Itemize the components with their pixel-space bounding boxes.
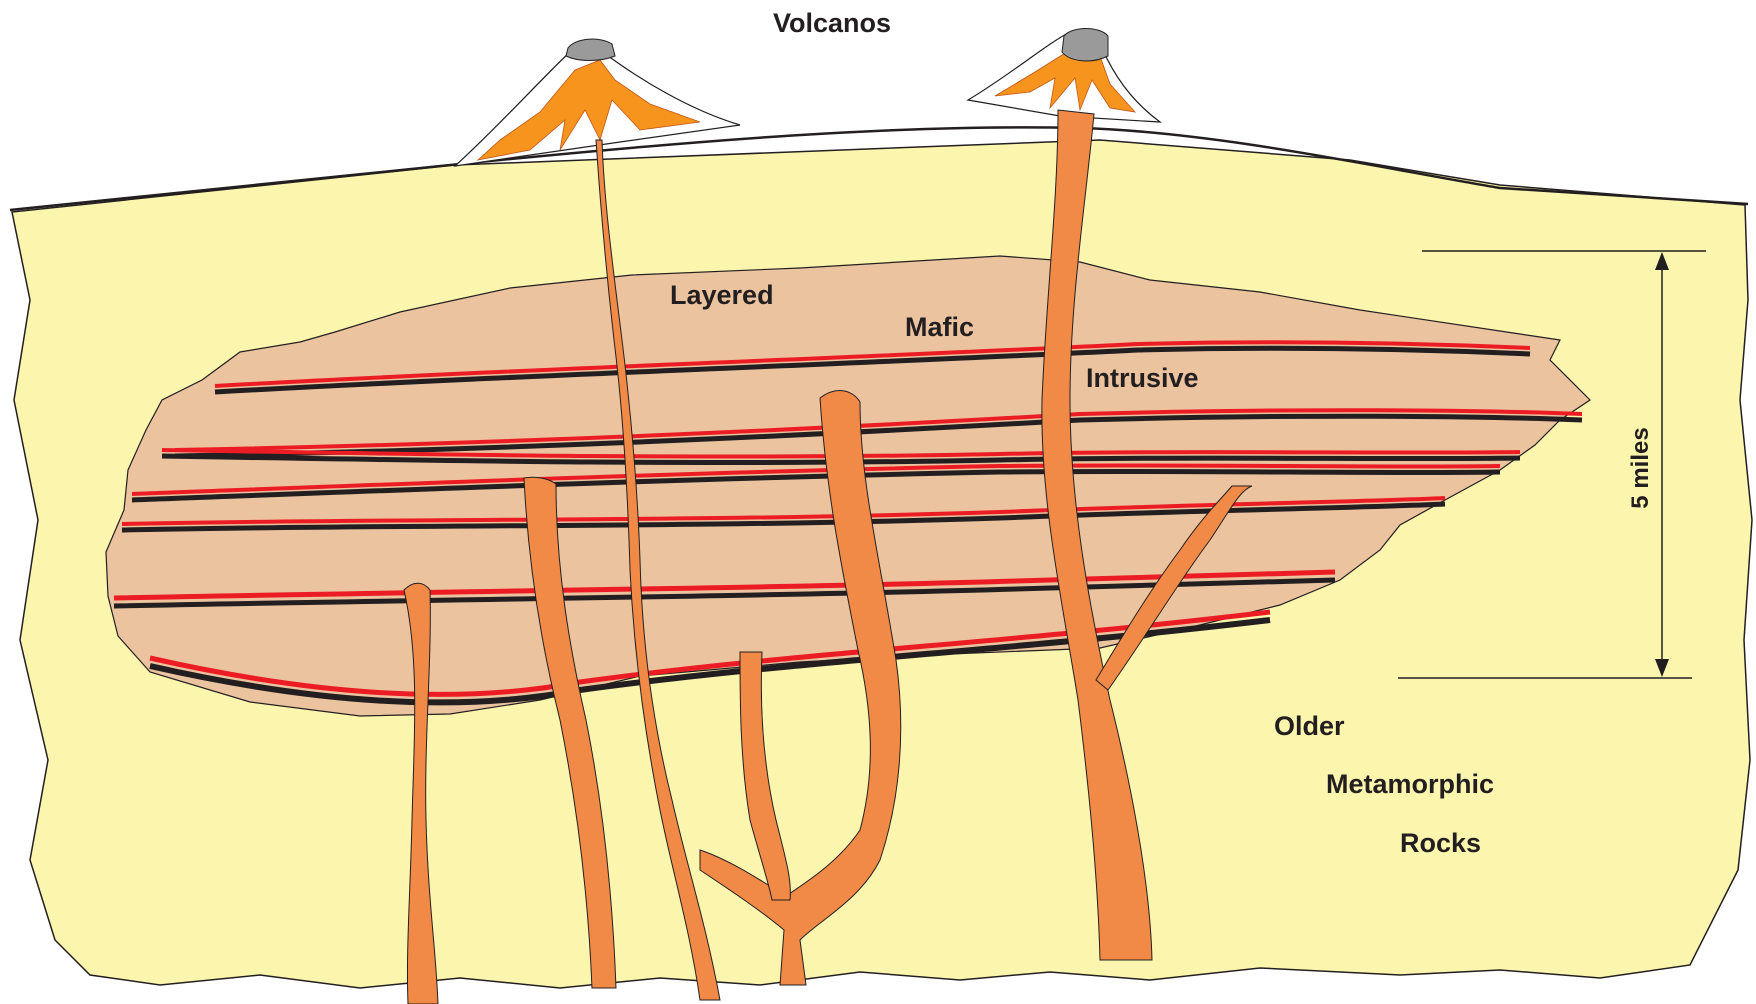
intrusion-label-layered: Layered bbox=[670, 280, 774, 310]
right-volcano bbox=[968, 29, 1160, 123]
intrusion-label-mafic: Mafic bbox=[905, 312, 974, 342]
right-crater-icon bbox=[1062, 29, 1108, 61]
host-rock-label-older: Older bbox=[1274, 711, 1345, 741]
left-crater-icon bbox=[566, 39, 615, 60]
host-rock-label-rocks: Rocks bbox=[1400, 828, 1481, 858]
intrusion-label-intrusive: Intrusive bbox=[1086, 363, 1199, 393]
host-rock-label-metamorphic: Metamorphic bbox=[1326, 769, 1494, 799]
title-volcanos: Volcanos bbox=[773, 8, 891, 38]
scale-label: 5 miles bbox=[1627, 427, 1654, 508]
